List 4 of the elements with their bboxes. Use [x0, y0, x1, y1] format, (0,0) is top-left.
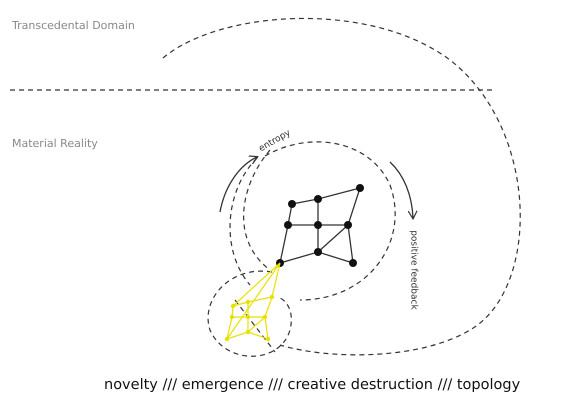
keyword-line: novelty /// emergence /// creative destruction /// topology	[104, 378, 520, 394]
region-label: Transcedental Domain	[12, 20, 135, 32]
region-label: Material Reality	[12, 138, 98, 150]
arrow-label: positive feedback	[408, 230, 418, 310]
